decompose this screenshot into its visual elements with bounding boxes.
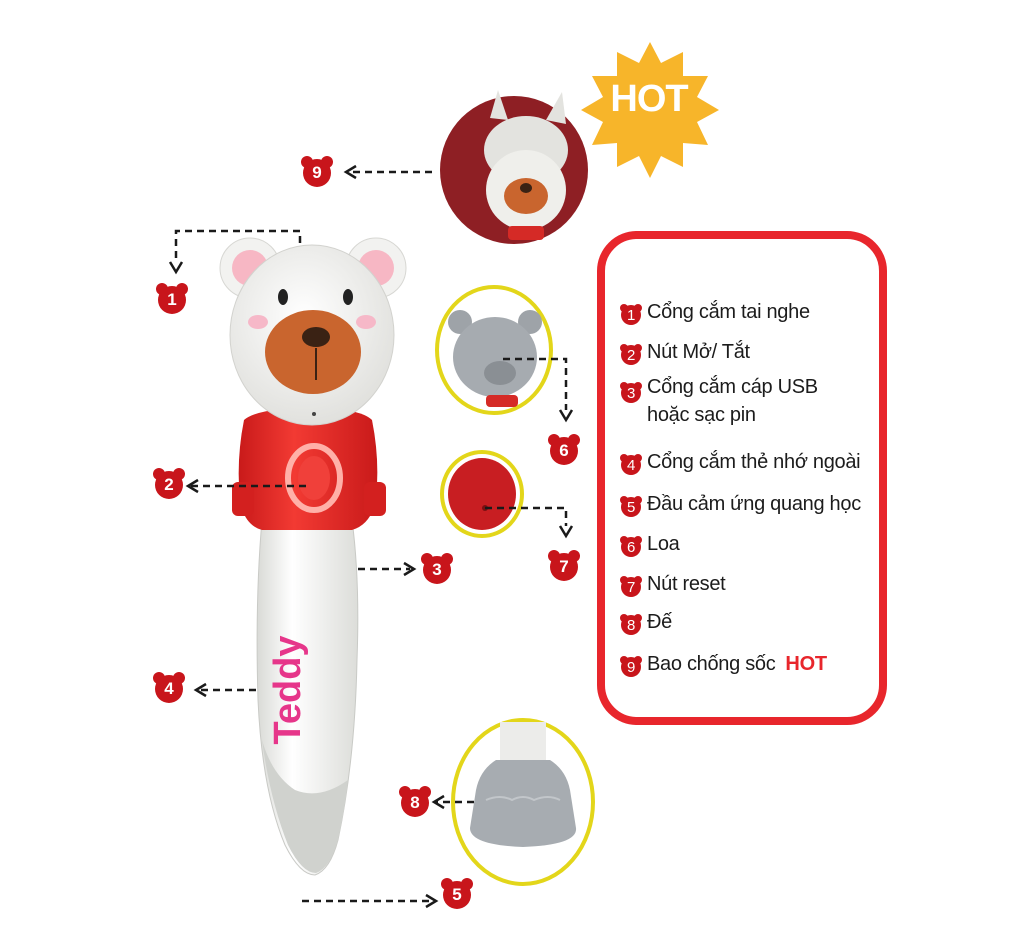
legend-item-label: Nút reset	[647, 573, 726, 595]
callout-4: 4	[152, 671, 186, 703]
legend-item-label: Cổng cắm cáp USB hoặc sạc pin	[647, 376, 818, 426]
callout-1: 1	[155, 282, 189, 314]
bear-badge-icon	[156, 283, 188, 314]
legend-item: 3 Cổng cắm cáp USB hoặc sạc pin	[619, 376, 818, 429]
bear-badge-icon: 7	[619, 575, 643, 597]
legend-item: 7 Nút reset	[619, 573, 726, 601]
pen-body	[256, 519, 359, 876]
hot-tag: HOT	[785, 653, 827, 675]
leader-lines	[174, 170, 568, 903]
bear-badge-icon: 1	[619, 303, 643, 325]
legend-item-label: Đế	[647, 611, 672, 633]
callout-9: 9	[300, 155, 334, 187]
callout-6: 6	[547, 433, 581, 465]
bear-badge-icon	[153, 672, 185, 703]
legend-item-label: Cổng cắm tai nghe	[647, 301, 810, 323]
legend-item-label: Đầu cảm ứng quang học	[647, 493, 861, 515]
legend-item-label: Nút Mở/ Tắt	[647, 341, 750, 363]
legend-item: 6 Loa	[619, 533, 680, 561]
bear-badge-icon: 2	[619, 343, 643, 365]
legend-item-label: Loa	[647, 533, 680, 555]
legend-item-label: Cổng cắm thẻ nhớ ngoài	[647, 451, 861, 473]
legend-item: 4 Cổng cắm thẻ nhớ ngoài	[619, 451, 861, 479]
bear-badge-icon: 8	[619, 613, 643, 635]
bear-badge-icon	[548, 434, 580, 465]
reset-image	[440, 450, 524, 538]
bear-badge-icon: 6	[619, 535, 643, 557]
pen-red-body	[232, 408, 386, 530]
hot-starburst	[581, 42, 719, 178]
teddy-logo: Teddy	[267, 635, 309, 744]
shock-cover-image	[440, 90, 588, 244]
svg-text:Teddy: Teddy	[267, 635, 309, 744]
callout-5: 5	[440, 877, 474, 909]
bear-badge-icon: 3	[619, 381, 643, 403]
bear-badge-icon	[441, 878, 473, 909]
bear-badge-icon: 4	[619, 453, 643, 475]
bear-badge-icon	[421, 553, 453, 584]
legend-item: 2 Nút Mở/ Tắt	[619, 341, 750, 369]
hot-badge: HOT	[610, 78, 688, 120]
bear-badge-icon: 5	[619, 495, 643, 517]
speaker-image	[435, 285, 553, 415]
bear-badge-icon	[301, 156, 333, 187]
arrowheads	[168, 164, 574, 909]
callout-3: 3	[420, 552, 454, 584]
bear-badge-icon	[399, 786, 431, 817]
legend-item: 8 Đế	[619, 611, 672, 639]
legend-item: 1 Cổng cắm tai nghe	[619, 301, 810, 329]
base-image	[451, 718, 595, 886]
bear-head	[219, 237, 407, 426]
bear-badge-icon	[153, 468, 185, 499]
callout-8: 8	[398, 785, 432, 817]
legend-panel: 1 Cổng cắm tai nghe 2 Nút Mở/ Tắt 3 Cổng…	[597, 231, 887, 725]
bear-badge-icon: 9	[619, 655, 643, 677]
bear-badge-icon	[548, 550, 580, 581]
callout-7: 7	[547, 549, 581, 581]
callout-2: 2	[152, 467, 186, 499]
legend-item: 5 Đầu cảm ứng quang học	[619, 493, 861, 521]
